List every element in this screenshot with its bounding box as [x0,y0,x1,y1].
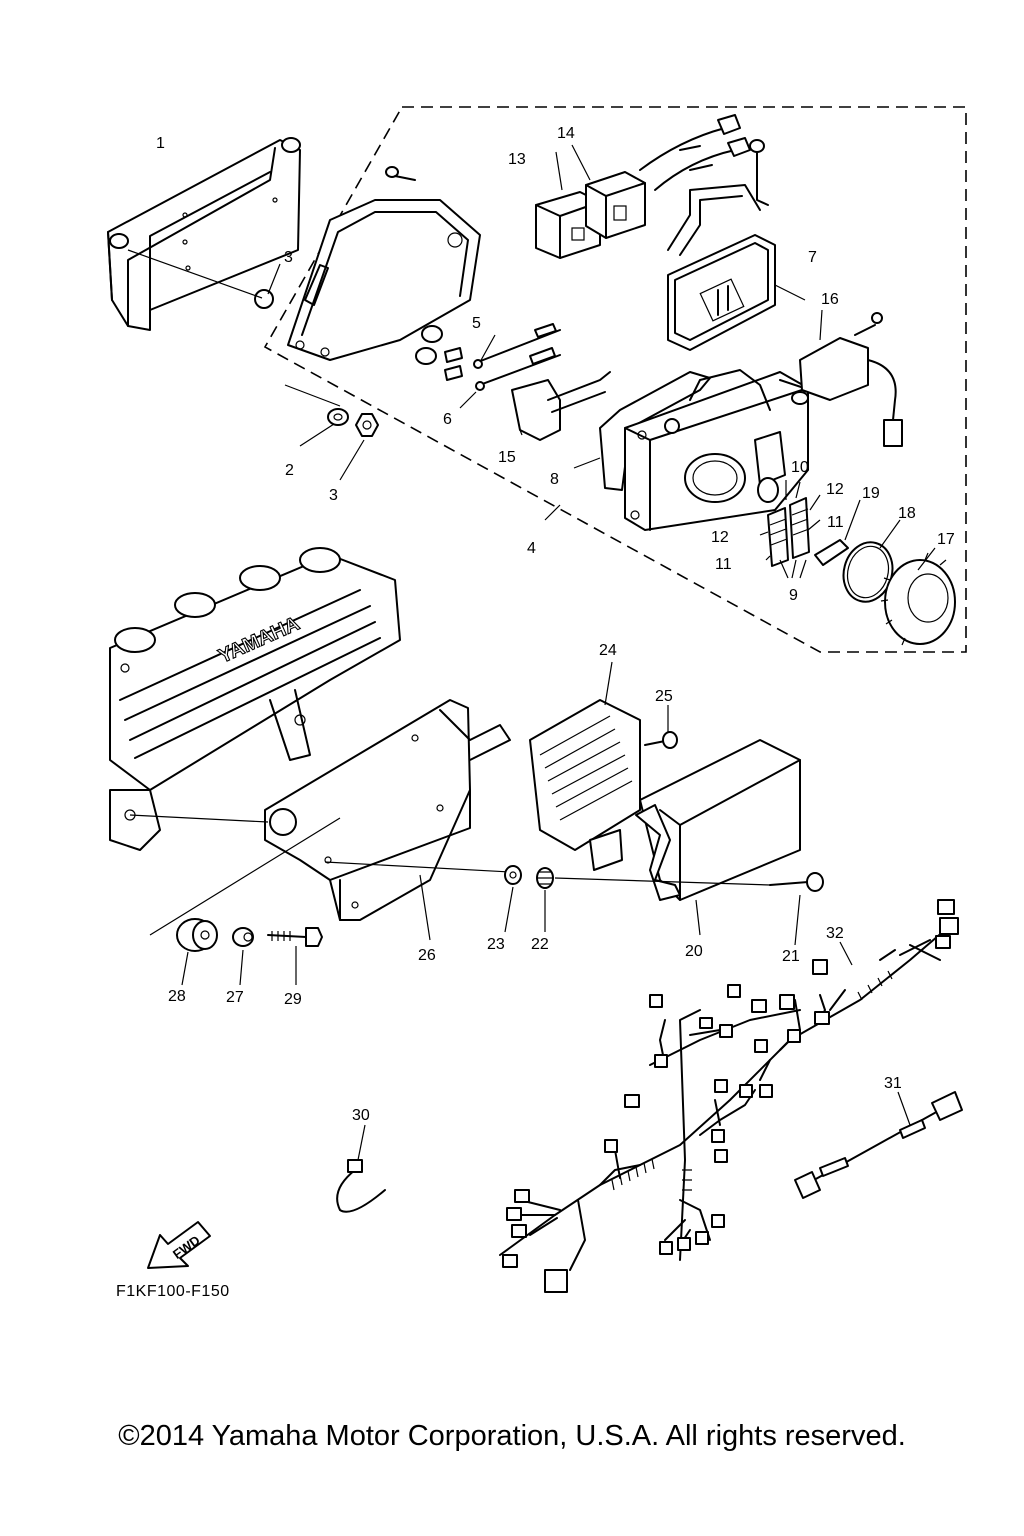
part-5-cable [473,323,561,369]
part-17-cap [880,552,956,646]
part-2-washer [327,408,349,426]
callout-30: 30 [352,1107,370,1124]
callout-7: 7 [808,249,817,266]
callout-4: 4 [527,540,536,557]
callout-13: 13 [508,151,526,168]
part-31-cable [794,1091,963,1199]
callout-15: 15 [498,449,516,466]
part-7-cover [667,184,776,351]
callout-28: 28 [168,988,186,1005]
callout-9: 9 [789,587,798,604]
part-29-bolt [267,927,323,947]
callout-19: 19 [862,485,880,502]
part-20-control-unit [635,739,801,901]
part-19-fuse [814,539,849,566]
engine-brand-mark: YAMAHA [215,613,302,668]
callout-14: 14 [557,125,575,142]
part-9-fuse-holder [767,497,810,567]
part-25-bolt [644,731,678,749]
part-22-grommet [536,867,554,889]
assembly-boundary [263,106,967,653]
callout-3: 3 [284,249,293,266]
part-4-housing [624,369,811,531]
callout-22: 22 [531,936,549,953]
part-16-module [799,312,903,447]
callout-29: 29 [284,991,302,1008]
part-24-rectifier [529,699,641,871]
part-26-bracket [264,699,511,921]
callout-11: 11 [827,514,844,531]
part-28-grommet [176,918,218,952]
part-4-base-plate [287,166,481,361]
part-8-gasket [599,371,711,491]
diagram-code: F1KF100-F150 [116,1283,230,1300]
callout-2: 2 [285,462,294,479]
callout-23: 23 [487,936,505,953]
callout-12b: 12 [711,529,729,546]
part-1-bracket [107,137,301,331]
callout-27: 27 [226,989,244,1006]
upper-cables [639,114,769,206]
part-13-relay [535,191,601,259]
part-30-tie-band [336,1159,386,1213]
callout-24: 24 [599,642,617,659]
part-21-bolt [769,872,824,892]
callout-6: 6 [443,411,452,428]
grommet-set [415,325,463,381]
part-15-sensor [511,371,611,441]
callout-21: 21 [782,948,800,965]
callout-12: 12 [826,481,844,498]
callout-11b: 11 [715,556,732,573]
callout-8: 8 [550,471,559,488]
copyright-notice: ©2014 Yamaha Motor Corporation, U.S.A. A… [118,1420,906,1452]
part-23-collar [504,865,522,885]
part-6-cable [475,347,561,391]
callout-16: 16 [821,291,839,308]
callout-17: 17 [937,531,955,548]
callout-3b: 3 [329,487,338,504]
callout-5: 5 [472,315,481,332]
callout-26: 26 [418,947,436,964]
callout-32: 32 [826,925,844,942]
callout-10: 10 [791,459,809,476]
callout-31: 31 [884,1075,902,1092]
part-3-nut [355,413,379,437]
callout-1: 1 [156,135,165,152]
part-27-collar [232,927,254,947]
callout-18: 18 [898,505,916,522]
engine-cylinder-head [109,547,401,851]
callout-25: 25 [655,688,673,705]
callout-20: 20 [685,943,703,960]
part-32-wire-harness [499,899,959,1293]
part-14-relay [585,171,646,239]
forward-arrow-icon: FWD [147,1221,211,1269]
